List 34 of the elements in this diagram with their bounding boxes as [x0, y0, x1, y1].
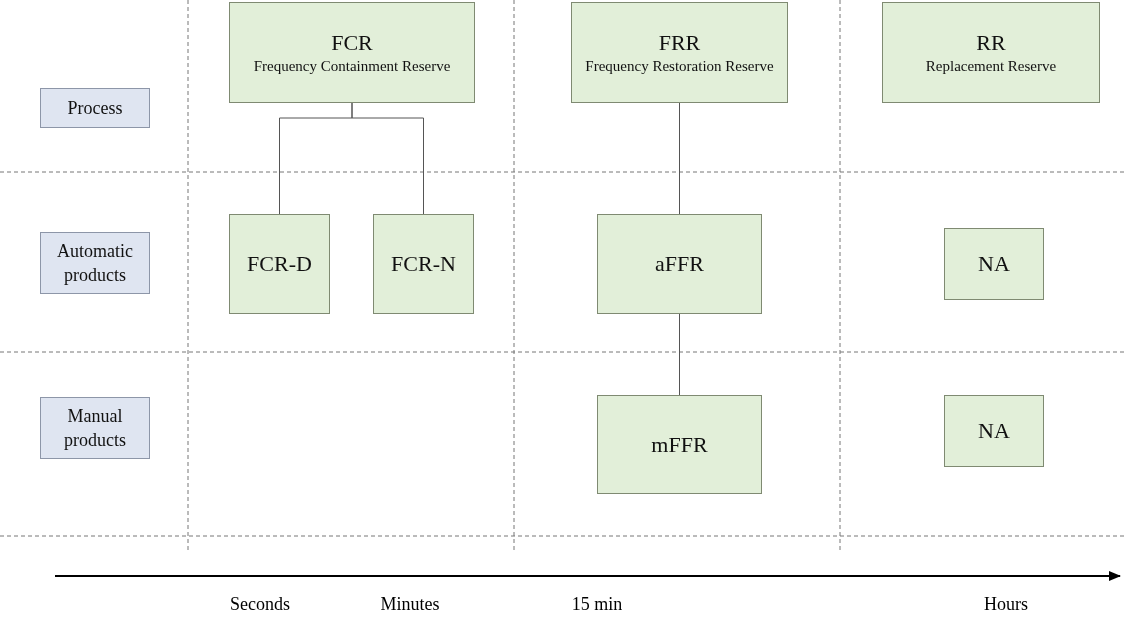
time-label: Seconds: [230, 594, 290, 615]
reserve-box: [229, 214, 330, 314]
reserve-box: [944, 395, 1044, 467]
box-title: FRR: [658, 29, 701, 56]
box-text: Automatic products: [56, 240, 134, 287]
reserve-box: [229, 2, 475, 103]
time-label: 15 min: [571, 594, 623, 615]
box-text: mFFR: [651, 431, 708, 458]
box-subtitle: Replacement Reserve: [925, 56, 1057, 76]
time-label: Hours: [984, 594, 1028, 615]
box-subtitle: Frequency Restoration Reserve: [585, 56, 774, 76]
box-title: FCR: [331, 29, 373, 56]
connector-line: [679, 313, 680, 396]
connector-line: [351, 102, 424, 215]
connector-line: [679, 102, 680, 215]
reserve-box: [373, 214, 474, 314]
row-header-box: [40, 397, 150, 459]
box-text: Manual products: [63, 405, 127, 452]
reserve-box: [882, 2, 1100, 103]
reserve-box: [597, 214, 762, 314]
reserve-box: [597, 395, 762, 494]
box-title: RR: [976, 29, 1006, 56]
time-label: Minutes: [380, 594, 440, 615]
box-text: FCR-N: [391, 251, 456, 277]
box-text: NA: [978, 418, 1010, 444]
reserve-box: [571, 2, 788, 103]
box-subtitle: Frequency Containment Reserve: [253, 56, 451, 76]
row-header-box: [40, 232, 150, 294]
box-text: aFFR: [655, 251, 704, 277]
row-header-box: [40, 88, 150, 128]
reserve-box: [944, 228, 1044, 300]
box-text: NA: [978, 251, 1010, 277]
box-text: FCR-D: [247, 251, 312, 277]
box-text: Process: [67, 97, 123, 120]
